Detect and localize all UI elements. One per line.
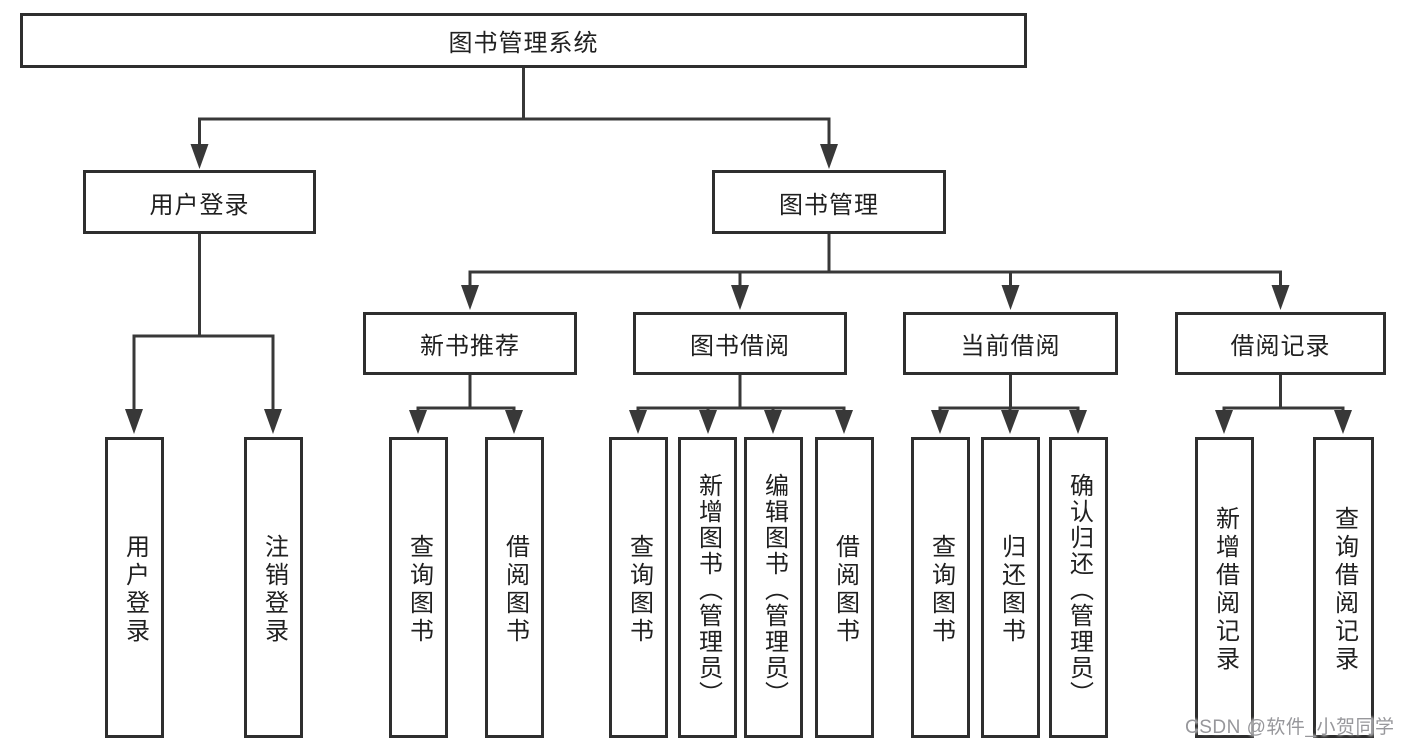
- node-label: 查询图书: [625, 533, 653, 646]
- node-label: 借阅记录: [1230, 333, 1331, 360]
- node-label: 确认归还（管理员）: [1065, 472, 1093, 707]
- node-label: 图书管理: [779, 191, 879, 219]
- node-label: 新书推荐: [420, 333, 520, 360]
- leaf-borrow-add-books-admin: 新增图书（管理员）: [678, 437, 737, 738]
- leaf-record-query-borrow-record: 查询借阅记录: [1313, 437, 1374, 738]
- leaf-newbook-query-books: 查询图书: [389, 437, 448, 738]
- node-user-login: 用户登录: [83, 170, 316, 234]
- arrowheads: [125, 144, 1352, 434]
- node-label: 图书借阅: [690, 333, 790, 360]
- leaf-borrow-edit-books-admin: 编辑图书（管理员）: [744, 437, 803, 738]
- leaf-borrow-query-books: 查询图书: [609, 437, 668, 738]
- node-label: 归还图书: [997, 533, 1025, 646]
- leaf-logout: 注销登录: [244, 437, 303, 738]
- node-new-book-recommend: 新书推荐: [363, 312, 577, 375]
- node-book-borrow: 图书借阅: [633, 312, 847, 375]
- node-label: 新增图书（管理员）: [694, 472, 722, 707]
- node-label: 注销登录: [260, 533, 288, 646]
- node-book-management: 图书管理: [712, 170, 946, 234]
- node-label: 查询借阅记录: [1330, 505, 1358, 674]
- node-label: 用户登录: [121, 533, 149, 646]
- node-label: 用户登录: [149, 191, 250, 219]
- csdn-watermark: CSDN @软件_小贺同学: [1185, 717, 1395, 738]
- leaf-current-return-books: 归还图书: [981, 437, 1040, 738]
- leaf-user-login: 用户登录: [105, 437, 164, 738]
- leaf-current-confirm-return-admin: 确认归还（管理员）: [1049, 437, 1108, 738]
- leaf-current-query-books: 查询图书: [911, 437, 970, 738]
- node-label: 当前借阅: [960, 333, 1061, 360]
- node-label: 借阅图书: [501, 533, 529, 646]
- node-label: 查询图书: [405, 533, 433, 646]
- leaf-newbook-borrow-books: 借阅图书: [485, 437, 544, 738]
- node-label: 编辑图书（管理员）: [760, 472, 788, 707]
- node-label: 新增借阅记录: [1211, 505, 1239, 674]
- node-borrow-record: 借阅记录: [1175, 312, 1386, 375]
- leaf-borrow-borrow-books: 借阅图书: [815, 437, 874, 738]
- node-current-borrow: 当前借阅: [903, 312, 1118, 375]
- node-root-library-system: 图书管理系统: [20, 13, 1027, 68]
- node-label: 查询图书: [927, 533, 955, 646]
- node-label: 图书管理系统: [448, 30, 599, 57]
- node-label: 借阅图书: [831, 533, 859, 646]
- leaf-record-add-borrow-record: 新增借阅记录: [1195, 437, 1254, 738]
